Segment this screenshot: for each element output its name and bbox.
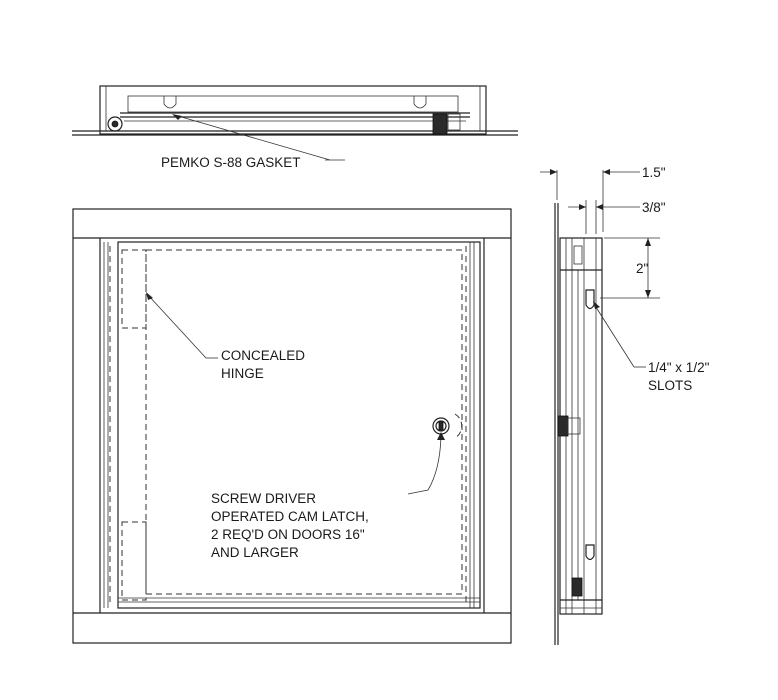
slots-label-line2: SLOTS: [648, 378, 692, 393]
front-view: [72, 208, 512, 644]
slots-callout: 1/4" x 1/2" SLOTS: [593, 301, 710, 393]
hinge-callout: CONCEALED HINGE: [146, 292, 305, 381]
dim-1-5: 1.5": [642, 165, 666, 180]
latch-label-line4: AND LARGER: [211, 545, 299, 560]
latch-callout: SCREW DRIVER OPERATED CAM LATCH, 2 REQ'D…: [211, 432, 445, 560]
cam-latch-icon: [432, 413, 463, 439]
gasket-label: PEMKO S-88 GASKET: [161, 155, 301, 170]
dim-2: 2": [636, 261, 649, 276]
dim-3-8: 3/8": [642, 200, 666, 215]
slots-label-line1: 1/4" x 1/2": [648, 360, 710, 375]
side-view: [554, 203, 603, 645]
latch-label-line3: 2 REQ'D ON DOORS 16": [211, 527, 365, 542]
gasket-callout: PEMKO S-88 GASKET: [161, 114, 345, 170]
hinge-label-line2: HINGE: [221, 366, 264, 381]
latch-label-line2: OPERATED CAM LATCH,: [211, 509, 369, 524]
door-panel: [117, 241, 481, 609]
dimension-lines: 1.5" 3/8" 2": [540, 165, 666, 299]
top-section-view: [72, 85, 518, 136]
hinge-label-line1: CONCEALED: [221, 348, 305, 363]
outer-flange: [72, 208, 512, 644]
lower-hinge: [121, 521, 147, 601]
latch-label-line1: SCREW DRIVER: [211, 491, 316, 506]
upper-hinge: [121, 249, 147, 329]
